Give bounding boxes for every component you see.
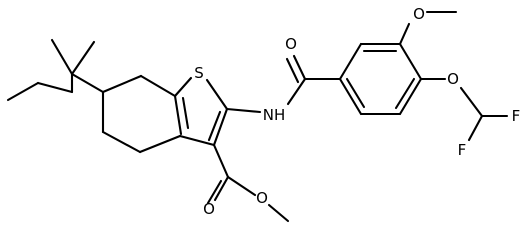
bond bbox=[178, 134, 216, 147]
bond bbox=[212, 143, 230, 179]
molecule-structure: S NH O O O F F O O bbox=[6, 5, 520, 223]
bond bbox=[459, 86, 484, 118]
sulfur-atom-label: S bbox=[194, 64, 204, 82]
bond bbox=[398, 42, 423, 81]
bond bbox=[212, 107, 229, 147]
bond bbox=[338, 77, 363, 116]
bond bbox=[6, 81, 40, 102]
bond bbox=[292, 54, 307, 81]
bonds bbox=[6, 10, 509, 223]
bond bbox=[173, 76, 193, 98]
bond bbox=[206, 179, 223, 205]
bond bbox=[286, 77, 307, 106]
bond bbox=[181, 96, 190, 130]
bond bbox=[101, 74, 143, 94]
bond bbox=[139, 74, 177, 98]
bond bbox=[36, 81, 74, 94]
amide-oxygen-label: O bbox=[285, 35, 297, 53]
carbonyl-oxygen-label: O bbox=[203, 200, 215, 218]
bond bbox=[173, 94, 183, 136]
ether-oxygen-label: O bbox=[447, 70, 459, 88]
bond bbox=[50, 38, 74, 76]
nh-atom-label: NH bbox=[263, 106, 286, 124]
methoxy-oxygen-label: O bbox=[413, 5, 425, 23]
bond bbox=[205, 78, 229, 111]
bond bbox=[394, 77, 416, 110]
bond bbox=[70, 40, 96, 76]
bond bbox=[338, 42, 363, 81]
bond bbox=[345, 77, 366, 109]
bond bbox=[225, 107, 262, 114]
ester-oxygen-label: O bbox=[256, 189, 268, 207]
bond bbox=[467, 114, 484, 142]
bond bbox=[70, 72, 105, 94]
atom-labels: S NH O O O F F O O bbox=[194, 5, 520, 218]
bond bbox=[101, 130, 142, 154]
fluorine-upper-label: F bbox=[512, 107, 521, 125]
bond bbox=[138, 134, 182, 154]
bond bbox=[398, 22, 411, 46]
bond bbox=[267, 203, 290, 223]
bond bbox=[398, 77, 423, 116]
bond bbox=[213, 175, 230, 202]
fluorine-lower-label: F bbox=[458, 141, 467, 159]
bond bbox=[226, 175, 257, 197]
bond bbox=[207, 110, 222, 142]
bond bbox=[285, 57, 300, 84]
